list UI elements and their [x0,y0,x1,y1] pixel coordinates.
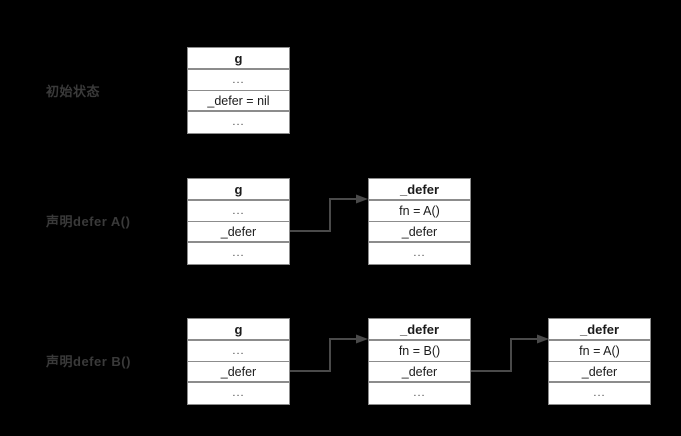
box-cell-fn: fn = A() [369,201,470,222]
box-cell-defer: _defer [369,222,470,243]
box-cell-fn: fn = A() [549,341,650,362]
box-cell: ... [549,383,650,404]
box-header: _defer [549,319,650,341]
connector-defer-b-to-defer-a [471,330,553,380]
row-1-defer-struct-a-box: _defer fn = A() _defer ... [368,178,471,265]
box-cell: ... [188,341,289,362]
row-label-declare-defer-b: 声明defer B() [46,354,131,369]
box-header: g [188,319,289,341]
box-cell: ... [188,70,289,91]
box-cell: ... [369,243,470,264]
box-header: _defer [369,319,470,341]
box-cell-defer: _defer = nil [188,91,289,112]
row-0-g-struct-box: g ... _defer = nil ... [187,47,290,134]
row-1-g-struct-box: g ... _defer ... [187,178,290,265]
box-cell-defer: _defer [549,362,650,383]
row-label-initial-state: 初始状态 [46,84,101,99]
box-cell: ... [188,201,289,222]
row-2-g-struct-box: g ... _defer ... [187,318,290,405]
row-2-defer-struct-b-box: _defer fn = B() _defer ... [368,318,471,405]
box-cell: ... [188,112,289,133]
box-cell-defer: _defer [188,362,289,383]
connector-g-to-defer-a [290,190,372,240]
box-cell-fn: fn = B() [369,341,470,362]
row-label-declare-defer-a: 声明defer A() [46,214,131,229]
box-cell: ... [188,243,289,264]
connector-g-to-defer-b [290,330,372,380]
box-header: g [188,48,289,70]
box-cell-defer: _defer [188,222,289,243]
box-cell: ... [369,383,470,404]
box-cell-defer: _defer [369,362,470,383]
box-cell: ... [188,383,289,404]
box-header: _defer [369,179,470,201]
box-header: g [188,179,289,201]
row-2-defer-struct-a-box: _defer fn = A() _defer ... [548,318,651,405]
